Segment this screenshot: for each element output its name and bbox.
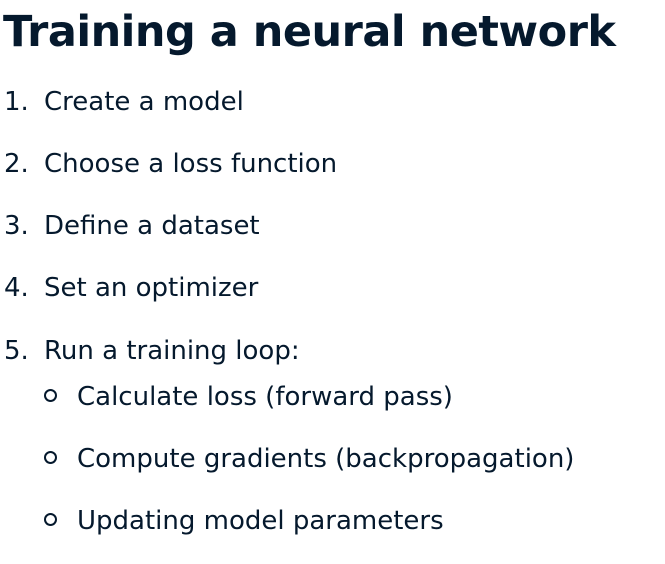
step-text: Run a training loop:: [44, 336, 300, 366]
step-number: 5.: [4, 336, 29, 366]
step-text: Create a model: [44, 87, 244, 117]
substep-text: Compute gradients (backpropagation): [77, 444, 575, 474]
substep-item-3: Updating model parameters: [44, 503, 444, 539]
step-text: Set an optimizer: [44, 273, 259, 303]
substep-text: Updating model parameters: [77, 506, 444, 536]
slide-title: Training a neural network: [3, 7, 616, 57]
circle-bullet-icon: [44, 451, 57, 464]
step-text: Choose a loss function: [44, 149, 338, 179]
circle-bullet-icon: [44, 513, 57, 526]
circle-bullet-icon: [44, 389, 57, 402]
step-number: 4.: [4, 273, 29, 303]
step-item-1: 1. Create a model: [4, 84, 244, 120]
substep-item-2: Compute gradients (backpropagation): [44, 441, 574, 477]
step-item-2: 2. Choose a loss function: [4, 146, 337, 182]
step-number: 3.: [4, 211, 29, 241]
step-text: Define a dataset: [44, 211, 260, 241]
step-number: 2.: [4, 149, 29, 179]
step-item-3: 3. Define a dataset: [4, 208, 260, 244]
step-item-4: 4. Set an optimizer: [4, 270, 258, 306]
substep-item-1: Calculate loss (forward pass): [44, 379, 453, 415]
step-number: 1.: [4, 87, 29, 117]
substep-text: Calculate loss (forward pass): [77, 382, 453, 412]
step-item-5: 5. Run a training loop:: [4, 333, 300, 369]
